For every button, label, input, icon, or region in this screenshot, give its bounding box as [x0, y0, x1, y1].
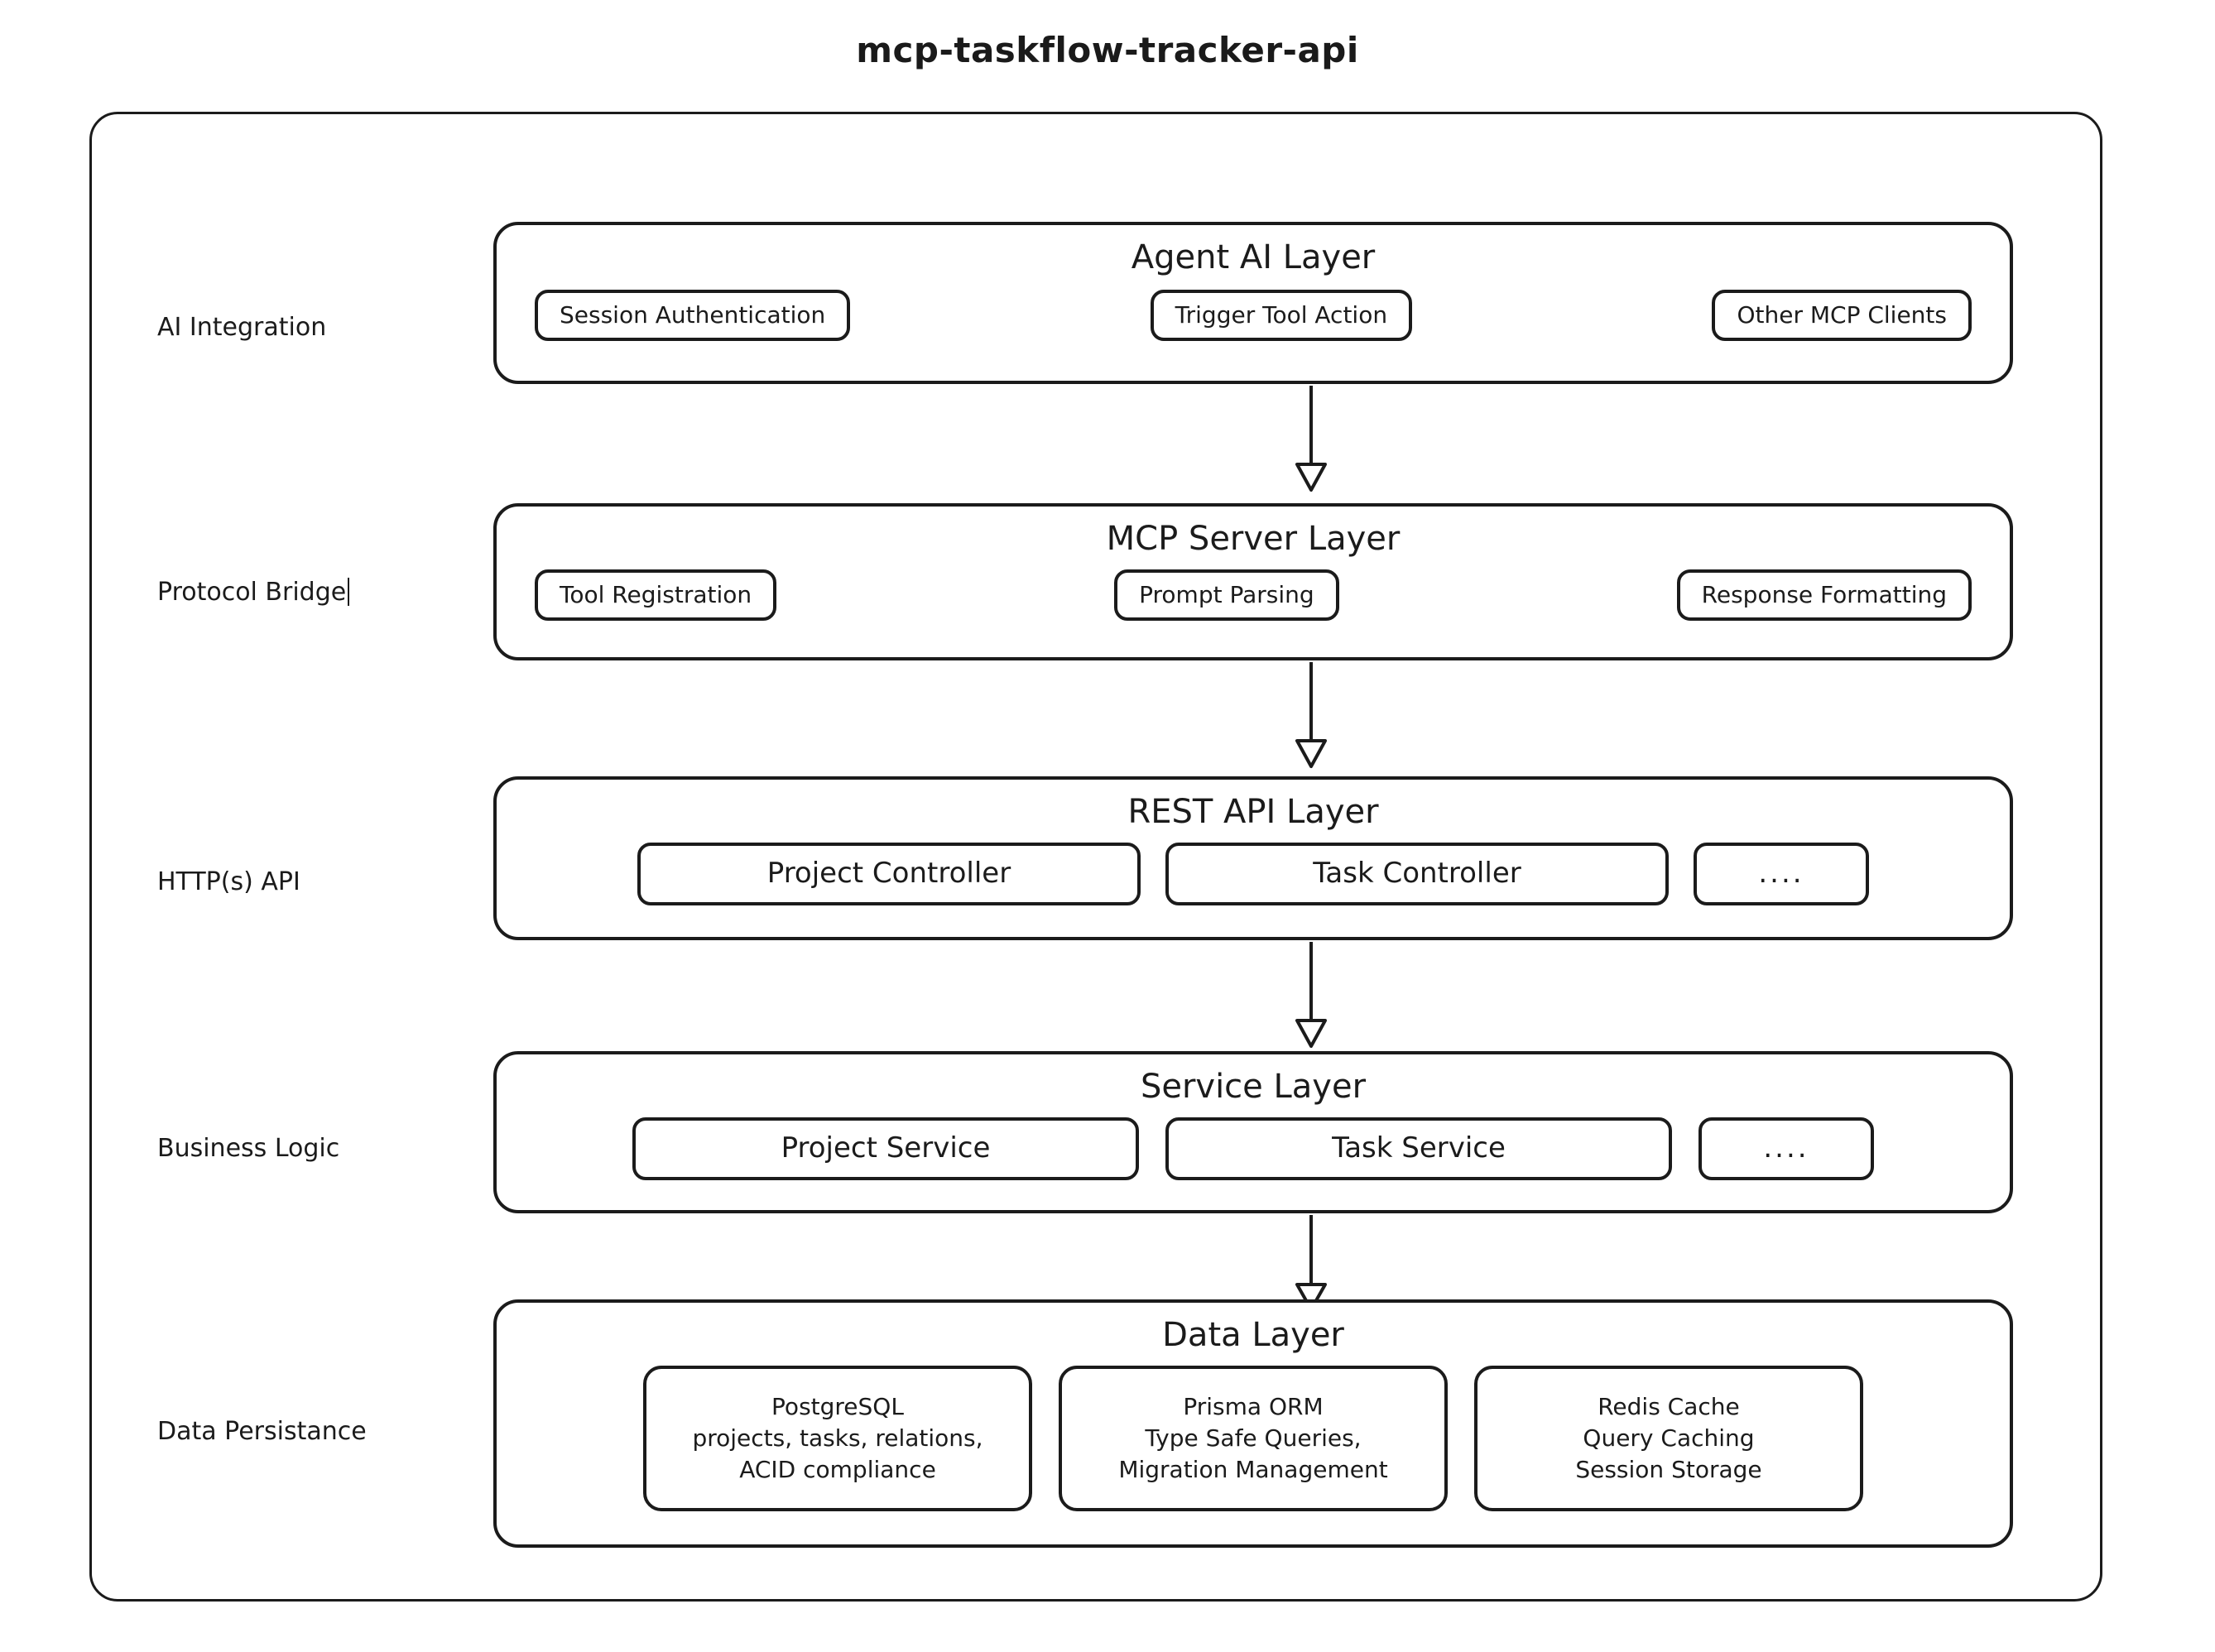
diagram-title: mcp-taskflow-tracker-api — [856, 30, 1359, 70]
arrow-agent-ai-to-mcp-server — [1286, 386, 1336, 493]
node-tool-registration[interactable]: Tool Registration — [535, 569, 777, 621]
node-other-mcp-clients[interactable]: Other MCP Clients — [1712, 290, 1972, 341]
side-label-business-logic: Business Logic — [157, 1134, 340, 1163]
layer-box-data[interactable]: Data Layer PostgreSQL projects, tasks, r… — [493, 1299, 2013, 1548]
node-trigger-tool-action[interactable]: Trigger Tool Action — [1150, 290, 1413, 341]
layer-box-agent-ai[interactable]: Agent AI Layer Session Authentication Tr… — [493, 222, 2013, 384]
layer-box-rest-api[interactable]: REST API Layer Project Controller Task C… — [493, 776, 2013, 940]
side-label-protocol-bridge: Protocol Bridge — [157, 578, 513, 607]
layer-box-service[interactable]: Service Layer Project Service Task Servi… — [493, 1051, 2013, 1213]
node-prompt-parsing[interactable]: Prompt Parsing — [1114, 569, 1339, 621]
node-response-formatting[interactable]: Response Formatting — [1676, 569, 1972, 621]
layer-title-data: Data Layer — [1162, 1316, 1344, 1354]
layer-title-service: Service Layer — [1140, 1068, 1367, 1106]
node-project-service[interactable]: Project Service — [632, 1117, 1139, 1180]
node-task-controller[interactable]: Task Controller — [1165, 843, 1669, 905]
side-label-https-api: HTTP(s) API — [157, 867, 300, 896]
layer-title-agent-ai: Agent AI Layer — [1131, 238, 1376, 276]
side-label-ai-integration: AI Integration — [157, 313, 327, 342]
node-service-more[interactable]: .... — [1698, 1117, 1874, 1180]
arrow-service-to-data — [1286, 1215, 1336, 1313]
side-label-data-persistance: Data Persistance — [157, 1417, 367, 1446]
node-postgresql[interactable]: PostgreSQL projects, tasks, relations, A… — [643, 1366, 1032, 1511]
node-session-authentication[interactable]: Session Authentication — [535, 290, 851, 341]
node-task-service[interactable]: Task Service — [1165, 1117, 1672, 1180]
arrow-mcp-server-to-rest-api — [1286, 662, 1336, 770]
layer-title-rest-api: REST API Layer — [1127, 793, 1379, 831]
node-rest-api-more[interactable]: .... — [1694, 843, 1869, 905]
diagram-outer-frame — [89, 112, 2102, 1602]
arrow-rest-api-to-service — [1286, 942, 1336, 1049]
node-project-controller[interactable]: Project Controller — [637, 843, 1141, 905]
node-redis-cache[interactable]: Redis Cache Query Caching Session Storag… — [1474, 1366, 1863, 1511]
node-prisma-orm[interactable]: Prisma ORM Type Safe Queries, Migration … — [1059, 1366, 1448, 1511]
layer-title-mcp-server: MCP Server Layer — [1106, 520, 1401, 558]
layer-box-mcp-server[interactable]: MCP Server Layer Tool Registration Promp… — [493, 503, 2013, 660]
